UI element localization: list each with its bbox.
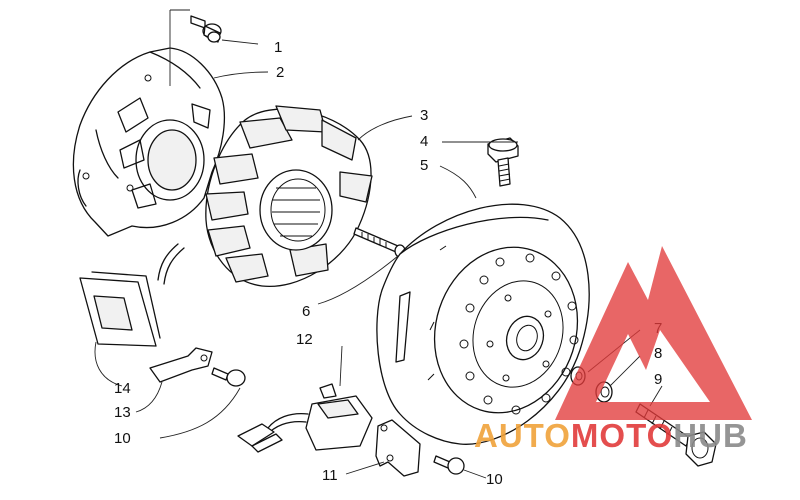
screw-part-10-right: [433, 455, 465, 475]
callout-10-right: 10: [486, 471, 503, 488]
callout-13: 13: [114, 404, 131, 421]
callout-5: 5: [420, 157, 428, 174]
callout-14: 14: [114, 380, 131, 397]
watermark-word-hub: HUB: [673, 417, 748, 454]
callout-3: 3: [420, 107, 428, 124]
screw-part-10-left: [211, 367, 246, 387]
stator-part-3: [157, 105, 373, 288]
clamp-part-11: [375, 419, 421, 477]
watermark-logo: [555, 246, 752, 420]
callout-1: 1: [274, 39, 282, 56]
callout-4: 4: [420, 133, 428, 150]
watermark-triangle-icon: [555, 246, 752, 420]
leader-lines: [94, 9, 663, 479]
bracket-part-13: [149, 347, 213, 383]
callout-11: 11: [322, 467, 338, 484]
flywheel-part-5: [376, 203, 590, 445]
bolt-part-4: [487, 137, 519, 187]
pulser-coil-part-12: [237, 383, 373, 453]
watermark-word-auto: AUTO: [474, 417, 571, 454]
screw-part-6: [353, 227, 406, 258]
housing-cover-part-2: [72, 47, 225, 237]
callout-10-left: 10: [114, 430, 131, 447]
callout-6: 6: [302, 303, 310, 320]
pulser-plate-part-14: [79, 271, 161, 347]
svg-text:AUTOMOTOHUB: AUTOMOTOHUB: [474, 417, 748, 454]
callouts: 1 2 3 4 5 6 7 8 9 10 10 11 12 13 14: [114, 39, 662, 488]
callout-8: 8: [654, 345, 662, 362]
watermark-text: AUTOMOTOHUB: [474, 417, 748, 454]
bolt-part-1: [190, 15, 222, 43]
callout-9: 9: [654, 371, 662, 388]
callout-12: 12: [296, 331, 313, 348]
watermark-word-moto: MOTO: [571, 417, 673, 454]
callout-2: 2: [276, 64, 284, 81]
